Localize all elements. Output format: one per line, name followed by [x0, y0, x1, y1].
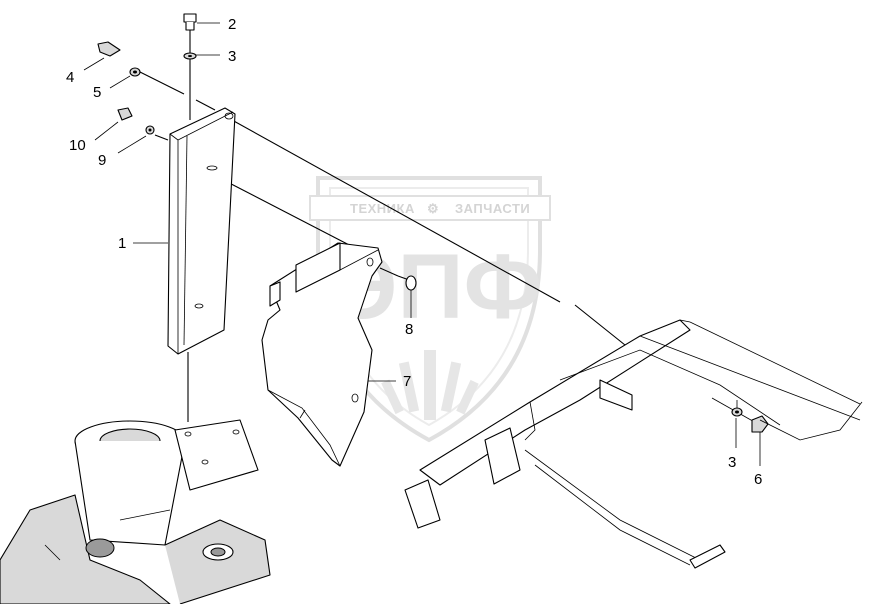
callout-5: 5 — [93, 84, 101, 101]
callout-leaders — [83, 22, 761, 466]
hardware-top — [97, 13, 197, 135]
watermark-banner — [309, 195, 551, 221]
frame-part — [404, 319, 863, 569]
callout-labels: 2 3 4 5 10 9 1 7 8 3 6 — [66, 16, 762, 488]
callout-4: 4 — [66, 69, 74, 86]
leader-lines — [139, 30, 738, 422]
wheat-icon — [381, 350, 479, 420]
callout-6: 6 — [754, 471, 762, 488]
shield-part — [261, 242, 383, 467]
callout-9: 9 — [98, 152, 106, 169]
hardware-right — [711, 397, 769, 433]
callout-10: 10 — [69, 137, 86, 154]
base-part — [0, 419, 271, 604]
bracket-part — [167, 107, 236, 355]
gear-icon: ⚙ — [427, 201, 439, 216]
callout-7: 7 — [403, 373, 411, 390]
watermark-bottom-text: ЗАПЧАСТИ — [455, 201, 530, 216]
callout-2: 2 — [228, 16, 236, 33]
callout-3-right: 3 — [728, 454, 736, 471]
callout-8: 8 — [405, 321, 413, 338]
callout-3-top: 3 — [228, 48, 236, 65]
callout-1: 1 — [118, 235, 126, 252]
